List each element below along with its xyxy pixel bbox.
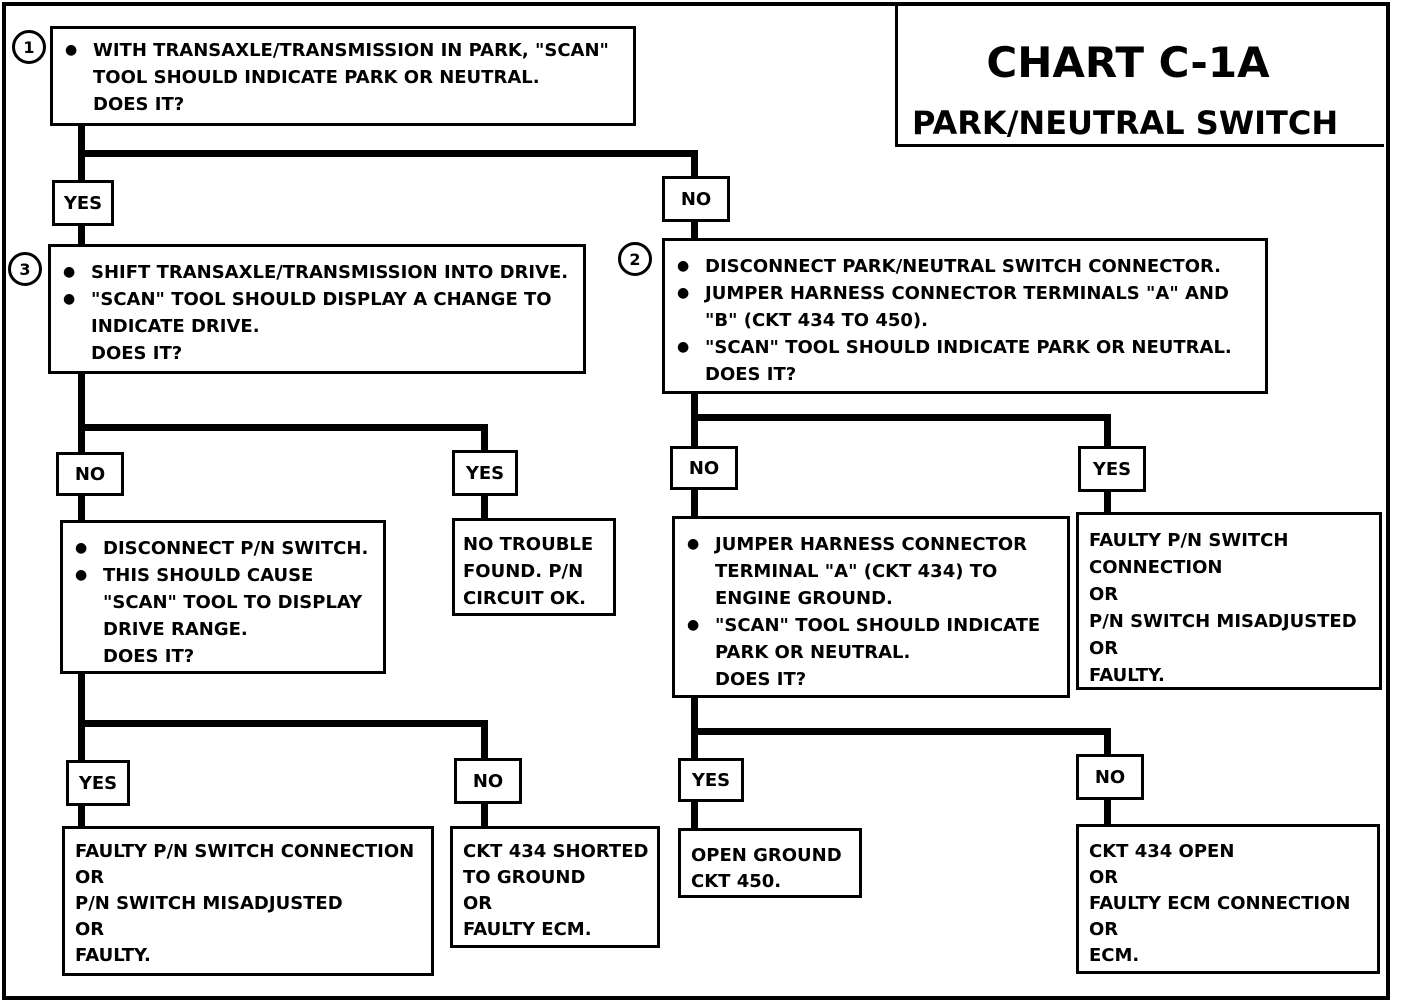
chart-title: CHART C-1A: [986, 38, 1270, 87]
disconnect-step: DISCONNECT P/N SWITCH.: [73, 535, 383, 562]
connector-line: [691, 798, 698, 830]
connector-line: [1104, 490, 1111, 514]
jumper-text: PARK OR NEUTRAL.: [715, 642, 911, 663]
step-marker-1: 1: [12, 30, 46, 64]
result-text: OR: [75, 867, 105, 888]
result-text: OR: [1089, 584, 1119, 605]
connector-line: [78, 372, 85, 454]
step3-text: INDICATE DRIVE.: [91, 316, 260, 337]
disconnect-text: "SCAN" TOOL TO DISPLAY: [103, 592, 363, 613]
ckt-shorted-box: CKT 434 SHORTED TO GROUND OR FAULTY ECM.: [450, 826, 660, 948]
jumper-question: DOES IT?: [715, 669, 807, 690]
jumper-text: TERMINAL "A" (CKT 434) TO: [715, 561, 998, 582]
step3-question: DOES IT?: [91, 343, 183, 364]
jumper-text: ENGINE GROUND.: [715, 588, 893, 609]
result-text: OR: [1089, 867, 1119, 888]
yes-label: YES: [452, 450, 518, 496]
yes-label: YES: [66, 760, 130, 806]
no-trouble-box: NO TROUBLE FOUND. P/N CIRCUIT OK.: [452, 518, 616, 616]
step2-jumper: JUMPER HARNESS CONNECTOR TERMINALS "A" A…: [675, 280, 1265, 307]
step2-box: DISCONNECT PARK/NEUTRAL SWITCH CONNECTOR…: [662, 238, 1268, 394]
result-text: FAULTY.: [75, 945, 151, 966]
connector-line: [78, 802, 85, 828]
step2-question: DOES IT?: [705, 364, 797, 385]
connector-line: [481, 720, 488, 762]
jumper-check: "SCAN" TOOL SHOULD INDICATE: [685, 612, 1067, 639]
step2-jumper-cont: "B" (CKT 434 TO 450).: [705, 310, 928, 331]
no-label: NO: [454, 758, 522, 804]
step1-question: DOES IT?: [93, 94, 185, 115]
connector-line: [691, 728, 1111, 735]
connector-line: [481, 800, 488, 828]
connector-line: [78, 492, 85, 522]
step-marker-2: 2: [618, 242, 652, 276]
result-text: CKT 434 SHORTED: [463, 841, 649, 862]
yes-label: YES: [1078, 446, 1146, 492]
chart-subtitle: PARK/NEUTRAL SWITCH: [912, 104, 1339, 142]
step1-text: TOOL SHOULD INDICATE PARK OR NEUTRAL.: [93, 67, 540, 88]
connector-line: [78, 720, 488, 727]
disconnect-pn-box: DISCONNECT P/N SWITCH. THIS SHOULD CAUSE…: [60, 520, 386, 674]
result-text: FAULTY.: [1089, 665, 1165, 686]
disconnect-question: DOES IT?: [103, 646, 195, 667]
connector-line: [1104, 796, 1111, 826]
connector-line: [691, 220, 698, 240]
ckt-open-box: CKT 434 OPEN OR FAULTY ECM CONNECTION OR…: [1076, 824, 1380, 974]
result-text: FAULTY P/N SWITCH CONNECTION: [75, 841, 415, 862]
connector-line: [691, 150, 698, 180]
step3-shift: SHIFT TRANSAXLE/TRANSMISSION INTO DRIVE.: [61, 259, 583, 286]
no-label: NO: [670, 446, 738, 490]
result-text: NO TROUBLE: [463, 534, 594, 555]
yes-label: YES: [678, 758, 744, 802]
result-text: CONNECTION: [1089, 557, 1223, 578]
step3-box: SHIFT TRANSAXLE/TRANSMISSION INTO DRIVE.…: [48, 244, 586, 374]
page-border: [2, 2, 1390, 1000]
connector-line: [691, 486, 698, 518]
step2-disconnect: DISCONNECT PARK/NEUTRAL SWITCH CONNECTOR…: [675, 253, 1265, 280]
faulty-switch-box-right: FAULTY P/N SWITCH CONNECTION OR P/N SWIT…: [1076, 512, 1382, 690]
result-text: CKT 450.: [691, 871, 782, 892]
step2-check: "SCAN" TOOL SHOULD INDICATE PARK OR NEUT…: [675, 334, 1265, 361]
connector-line: [481, 492, 488, 520]
result-text: OR: [75, 919, 105, 940]
result-text: OR: [1089, 919, 1119, 940]
no-label: NO: [56, 452, 124, 496]
disconnect-effect: THIS SHOULD CAUSE: [73, 562, 383, 589]
step-marker-3: 3: [8, 252, 42, 286]
result-text: FAULTY P/N SWITCH: [1089, 530, 1289, 551]
result-text: OR: [1089, 638, 1119, 659]
result-text: P/N SWITCH MISADJUSTED: [75, 893, 343, 914]
open-ground-box: OPEN GROUND CKT 450.: [678, 828, 862, 898]
connector-line: [691, 414, 1111, 421]
connector-line: [78, 150, 698, 157]
result-text: OR: [463, 893, 493, 914]
connector-line: [481, 424, 488, 454]
title-box: CHART C-1A PARK/NEUTRAL SWITCH: [895, 4, 1384, 147]
result-text: FOUND. P/N: [463, 561, 584, 582]
result-text: CKT 434 OPEN: [1089, 841, 1235, 862]
no-label: NO: [1076, 754, 1144, 800]
result-text: ECM.: [1089, 945, 1140, 966]
step1-box: WITH TRANSAXLE/TRANSMISSION IN PARK, "SC…: [50, 26, 636, 126]
result-text: P/N SWITCH MISADJUSTED: [1089, 611, 1357, 632]
connector-line: [78, 672, 85, 764]
jumper-step: JUMPER HARNESS CONNECTOR: [685, 531, 1067, 558]
result-text: CIRCUIT OK.: [463, 588, 586, 609]
yes-label: YES: [52, 180, 114, 226]
faulty-switch-box-left: FAULTY P/N SWITCH CONNECTION OR P/N SWIT…: [62, 826, 434, 976]
disconnect-text: DRIVE RANGE.: [103, 619, 248, 640]
result-text: TO GROUND: [463, 867, 586, 888]
connector-line: [1104, 728, 1111, 758]
no-label: NO: [662, 176, 730, 222]
connector-line: [78, 224, 85, 246]
result-text: FAULTY ECM.: [463, 919, 592, 940]
result-text: FAULTY ECM CONNECTION: [1089, 893, 1351, 914]
connector-line: [78, 424, 488, 431]
step1-check: WITH TRANSAXLE/TRANSMISSION IN PARK, "SC…: [63, 37, 633, 64]
jumper-ground-box: JUMPER HARNESS CONNECTOR TERMINAL "A" (C…: [672, 516, 1070, 698]
step3-check: "SCAN" TOOL SHOULD DISPLAY A CHANGE TO: [61, 286, 583, 313]
result-text: OPEN GROUND: [691, 845, 842, 866]
connector-line: [1104, 414, 1111, 450]
